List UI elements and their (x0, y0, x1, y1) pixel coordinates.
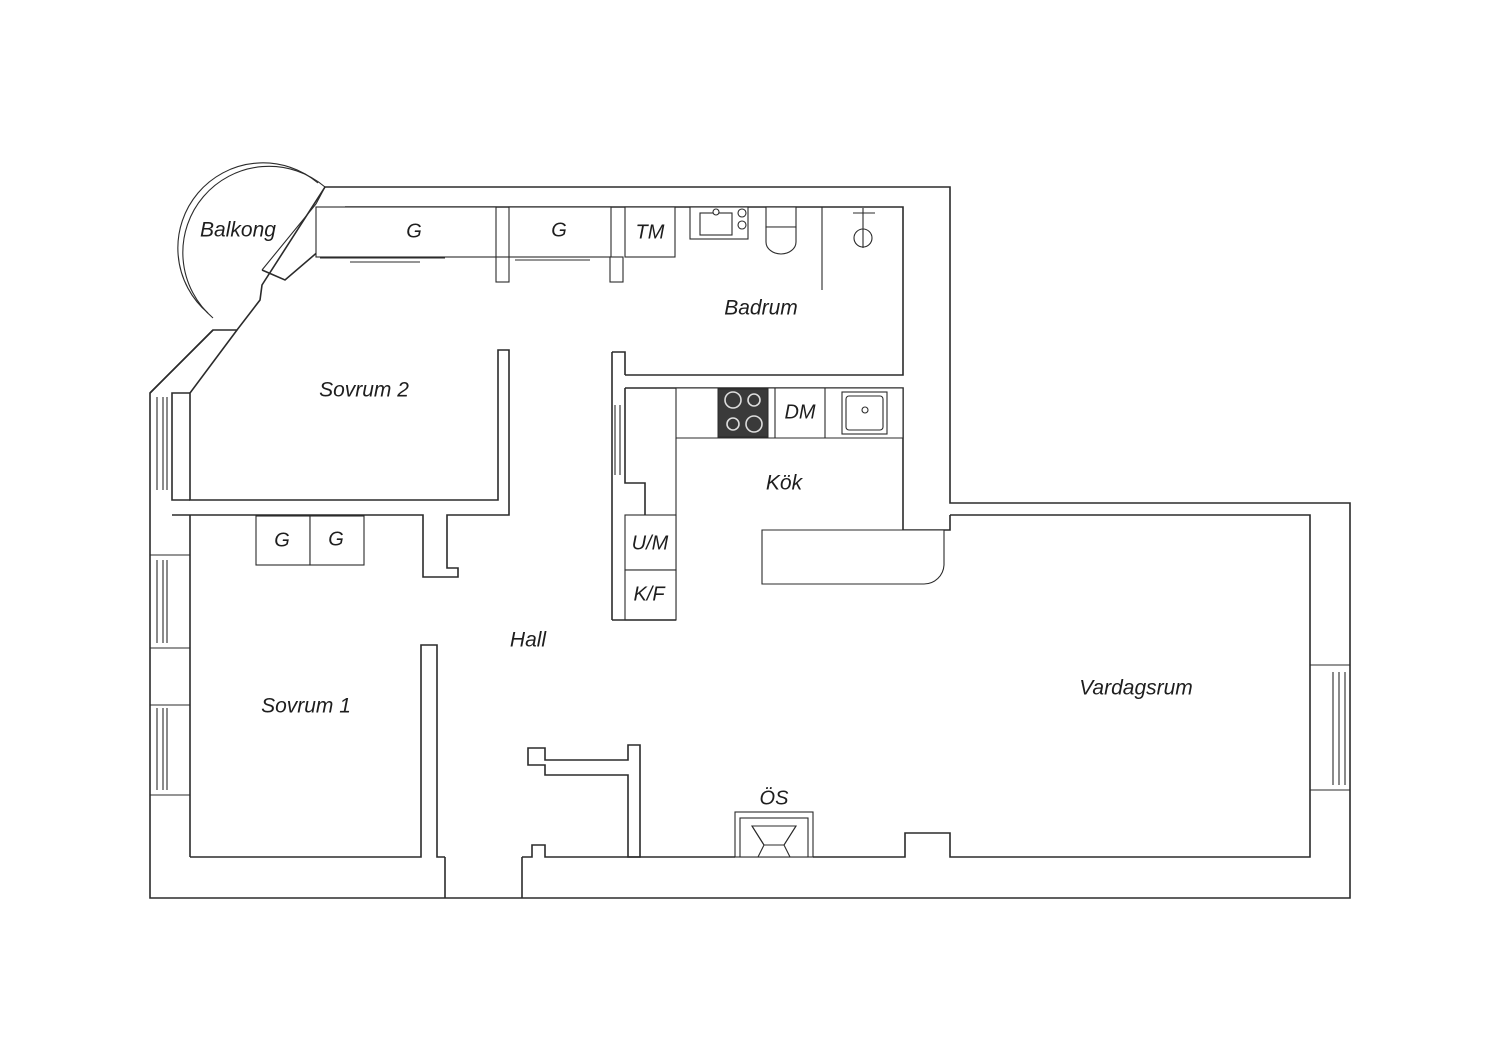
bedroom-1-walls (150, 512, 510, 857)
label-vardagsrum: Vardagsrum (1079, 677, 1193, 700)
label-oven-microwave: U/M (632, 532, 669, 554)
label-hall: Hall (510, 629, 548, 652)
kitchen-island (761, 529, 945, 585)
label-wardrobe-top-1: G (406, 220, 422, 242)
toilet-icon (765, 206, 797, 228)
label-wardrobe-s1-b: G (328, 528, 344, 550)
label-sovrum-1: Sovrum 1 (261, 695, 351, 718)
bathroom (611, 206, 875, 620)
label-badrum: Badrum (724, 297, 798, 320)
label-balkong: Balkong (200, 219, 276, 242)
fireplace-icon (734, 811, 814, 858)
bedroom-2-walls (156, 329, 510, 512)
outer-walls (149, 186, 1351, 899)
label-sovrum-2: Sovrum 2 (319, 379, 409, 402)
label-wardrobe-s1-a: G (274, 529, 290, 551)
label-washing-machine: TM (636, 221, 665, 243)
balcony (149, 162, 346, 394)
hall-details (527, 744, 641, 858)
closet-row (315, 206, 676, 283)
fixture-labels: G G TM DM G G U/M K/F ÖS (274, 219, 816, 809)
label-fireplace: ÖS (760, 787, 790, 809)
kitchen (612, 387, 951, 621)
label-fridge-freezer: K/F (633, 583, 666, 605)
label-wardrobe-top-2: G (551, 219, 567, 241)
room-labels: Balkong Badrum Sovrum 2 Kök Hall Sovrum … (200, 219, 1193, 718)
living-room (734, 664, 1350, 858)
label-dishwasher: DM (784, 401, 815, 423)
label-kok: Kök (766, 472, 804, 495)
